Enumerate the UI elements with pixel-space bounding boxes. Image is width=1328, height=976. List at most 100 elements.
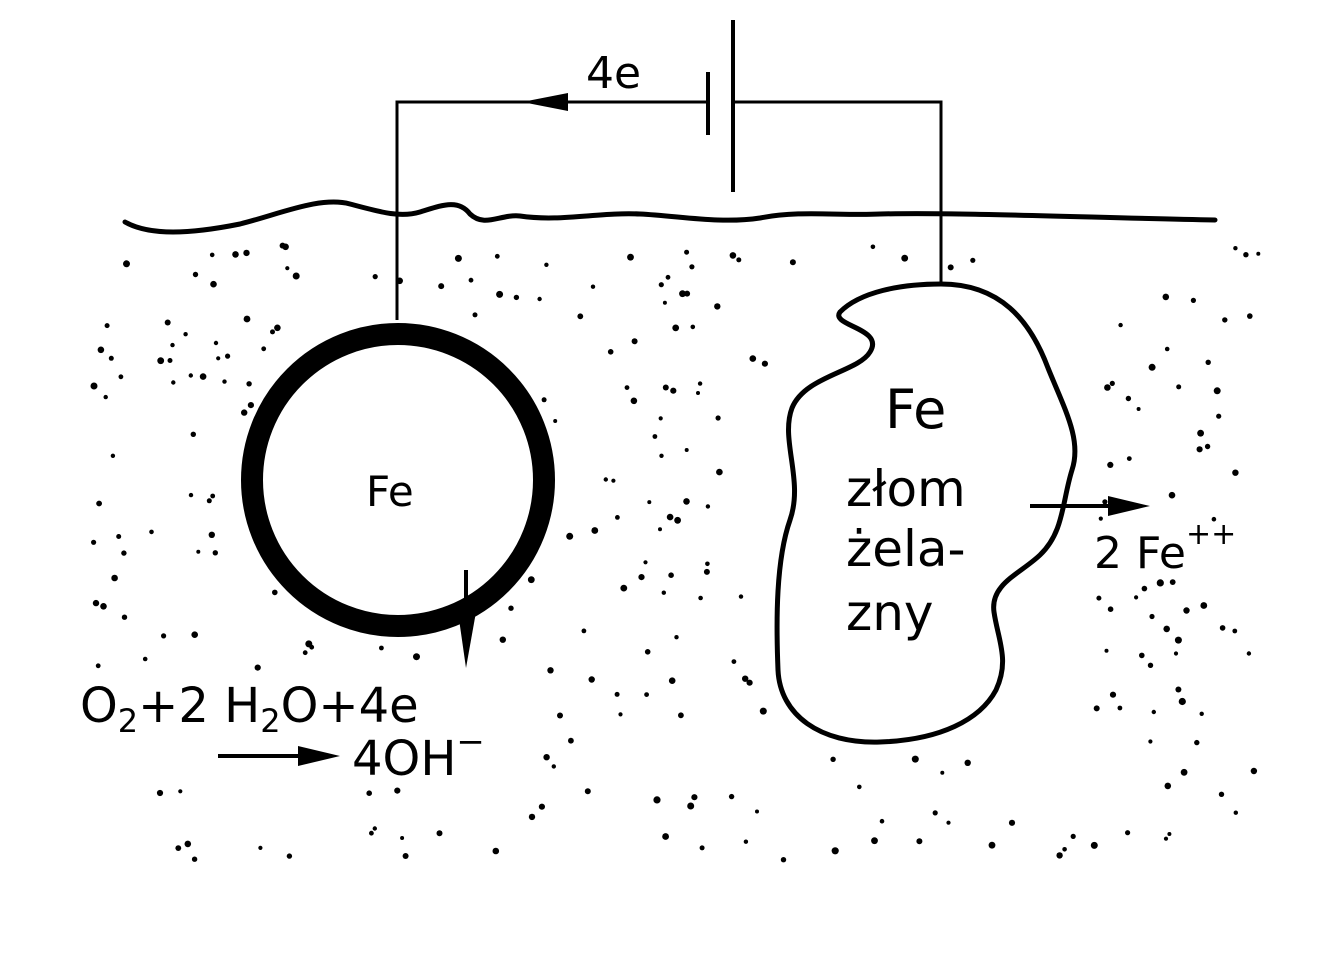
soil-dot — [196, 549, 201, 554]
soil-dot — [742, 675, 749, 682]
soil-dot — [1062, 847, 1067, 852]
soil-dot — [292, 272, 300, 280]
soil-dot — [191, 631, 198, 638]
soil-dot — [210, 280, 217, 288]
soil-dot — [92, 599, 100, 607]
soil-dot — [537, 296, 542, 302]
soil-dot — [95, 663, 101, 669]
soil-dot — [1109, 380, 1115, 386]
soil-dot — [731, 659, 737, 664]
soil-dot — [149, 529, 154, 535]
soil-dot — [728, 793, 735, 800]
soil-dot — [743, 839, 749, 844]
soil-dot — [630, 397, 638, 405]
soil-dot — [436, 830, 443, 837]
soil-dot — [121, 614, 128, 620]
soil-dot — [210, 493, 216, 499]
soil-dot — [222, 379, 227, 384]
soil-dot — [1168, 491, 1176, 499]
soil-dot — [372, 274, 378, 280]
soil-dot — [759, 707, 767, 715]
soil-dot — [1148, 739, 1153, 744]
soil-dot — [192, 271, 199, 278]
soil-dot — [270, 329, 275, 335]
scrap-label-line1: złom — [846, 460, 966, 518]
soil-dot — [1205, 359, 1211, 365]
soil-dot — [1090, 841, 1098, 849]
soil-dot — [703, 568, 710, 575]
soil-dot — [970, 257, 976, 263]
soil-dot — [1104, 384, 1111, 391]
soil-dot — [916, 838, 923, 845]
soil-dot — [611, 478, 616, 483]
soil-dot — [513, 294, 520, 301]
soil-dot — [225, 353, 231, 359]
soil-dot — [123, 260, 130, 268]
soil-dot — [286, 853, 293, 859]
soil-dot — [715, 415, 721, 421]
soil-dot — [527, 576, 535, 584]
ground-surface-line — [122, 199, 1218, 235]
soil-dot — [696, 391, 700, 395]
soil-dot — [1070, 833, 1076, 840]
soil-dot — [1102, 499, 1108, 505]
soil-dot — [541, 397, 547, 403]
soil-dot — [659, 453, 664, 458]
soil-dot — [156, 789, 164, 797]
soil-dot — [755, 809, 759, 814]
soil-dot — [369, 830, 374, 836]
soil-dot — [901, 254, 909, 262]
soil-dot — [557, 712, 563, 719]
soil-dot — [662, 384, 669, 391]
soil-dot — [749, 355, 757, 362]
soil-dot — [547, 667, 554, 674]
soil-dot — [208, 531, 215, 538]
soil-dot — [678, 712, 684, 719]
soil-dot — [668, 572, 674, 578]
soil-dot — [746, 679, 753, 686]
soil-dot — [590, 284, 596, 289]
eq-water-subscript: 2 — [260, 702, 280, 740]
soil-dot — [1194, 739, 1200, 746]
soil-dot — [274, 324, 281, 332]
soil-dot — [607, 349, 614, 355]
circuit-wire — [395, 100, 943, 320]
soil-dot — [551, 764, 556, 769]
soil-dot — [175, 845, 182, 851]
soil-dot — [167, 358, 173, 363]
soil-dot — [643, 560, 648, 565]
soil-dot — [379, 645, 384, 651]
soil-dot — [184, 840, 192, 848]
pipe-metal-label: Fe — [366, 467, 414, 516]
soil-dot — [584, 788, 591, 795]
protected-pipe-ring — [241, 323, 555, 637]
soil-dot — [674, 516, 681, 524]
soil-dot — [1222, 317, 1228, 323]
soil-dot — [1232, 469, 1239, 476]
soil-dot — [1125, 395, 1132, 402]
soil-dot — [1196, 446, 1203, 453]
soil-dot — [691, 794, 698, 801]
soil-dot — [789, 259, 796, 266]
soil-dot — [684, 448, 689, 452]
soil-dot — [1109, 691, 1117, 698]
soil-dot — [170, 342, 175, 348]
soil-dot — [1246, 651, 1252, 656]
soil-dot — [662, 300, 667, 305]
soil-dot — [668, 677, 676, 684]
soil-dot — [1136, 407, 1141, 411]
soil-dot — [738, 594, 744, 599]
soil-dot — [684, 290, 691, 297]
soil-dot — [1211, 516, 1217, 522]
soil-dot — [1243, 252, 1249, 258]
soil-dot — [254, 664, 261, 671]
soil-dot — [624, 385, 630, 390]
soil-dot — [697, 381, 703, 386]
soil-dot — [1056, 852, 1063, 859]
scrap-label-line2: żela- — [846, 520, 966, 578]
soil-dot — [698, 595, 703, 601]
soil-dot — [496, 290, 504, 298]
soil-dot — [110, 453, 116, 458]
soil-dot — [729, 252, 737, 259]
